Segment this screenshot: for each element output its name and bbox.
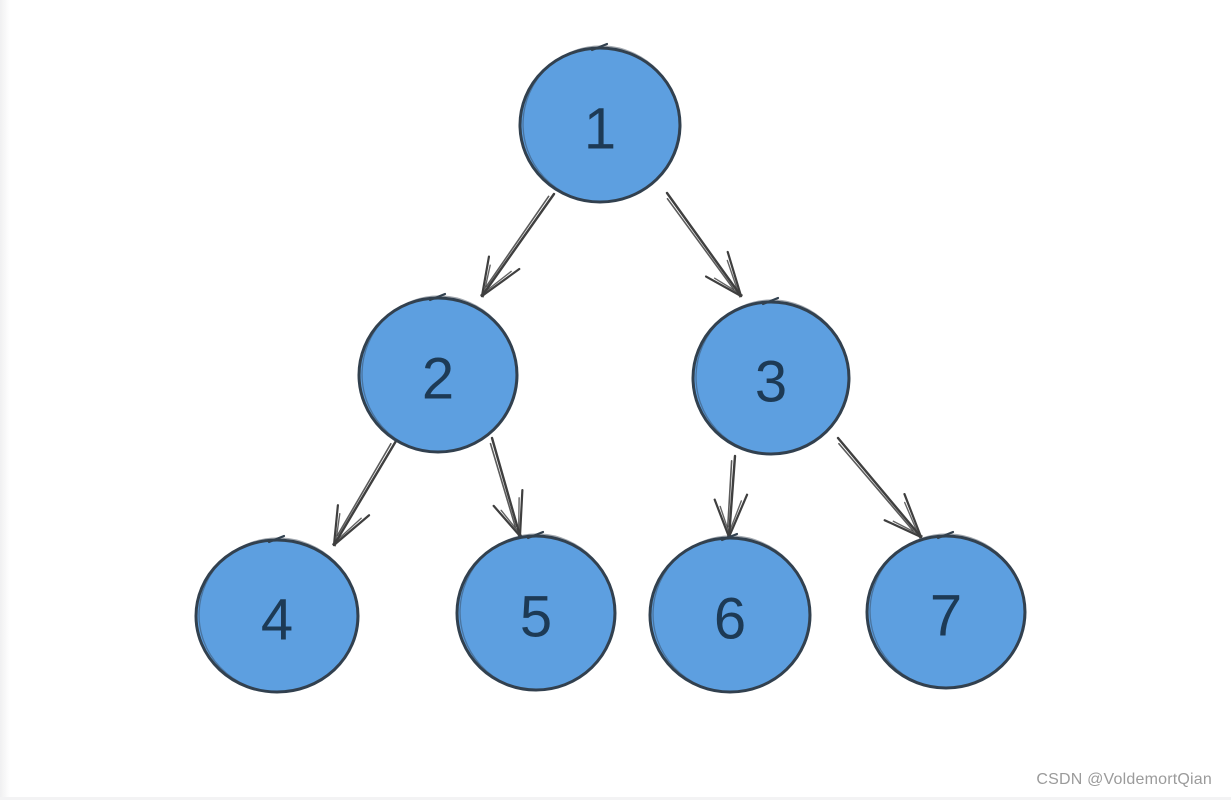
arrow-stroke xyxy=(332,517,362,545)
arrow-stroke xyxy=(480,270,512,296)
arrow-stroke xyxy=(336,442,392,537)
arrow-stroke xyxy=(883,519,923,539)
arrow-stroke xyxy=(719,505,732,538)
arrow-stroke xyxy=(892,520,923,537)
node-circle xyxy=(455,534,617,692)
node-label: 3 xyxy=(755,350,787,415)
node-circle xyxy=(691,300,851,456)
node-pen-nib xyxy=(267,534,286,544)
tree-node-6: 6 xyxy=(648,532,812,694)
node-pen-nib xyxy=(590,42,609,52)
node-label: 5 xyxy=(520,585,552,650)
edge-2-4 xyxy=(332,439,398,547)
edge-1-3 xyxy=(665,191,743,298)
arrow-stroke xyxy=(903,501,921,539)
node-label: 1 xyxy=(584,97,616,162)
arrow-stroke xyxy=(480,255,491,298)
node-pen-nib xyxy=(720,532,739,542)
node-circle xyxy=(518,46,682,204)
edge-1-2 xyxy=(480,192,556,298)
arrow-stroke xyxy=(485,195,550,288)
arrow-stroke xyxy=(727,493,749,539)
arrow-stroke xyxy=(726,250,743,298)
node-label: 7 xyxy=(930,584,962,649)
arrow-stroke xyxy=(489,442,517,528)
node-circle xyxy=(194,538,360,694)
tree-node-4: 4 xyxy=(194,534,360,694)
node-pen-nib xyxy=(761,296,780,306)
arrow-stroke xyxy=(713,277,743,296)
node-circle xyxy=(865,534,1027,690)
node-pen-nib xyxy=(526,530,545,540)
arrow-stroke xyxy=(726,459,733,528)
arrow-stroke xyxy=(490,436,522,538)
arrow-stroke xyxy=(836,436,923,539)
arrow-stroke xyxy=(500,509,523,537)
node-circle xyxy=(357,296,519,454)
node-label: 2 xyxy=(422,347,454,412)
arrow-stroke xyxy=(726,500,743,538)
node-pen-nib xyxy=(936,530,955,540)
arrow-stroke xyxy=(704,275,743,298)
tree-node-7: 7 xyxy=(865,530,1027,690)
arrow-stroke xyxy=(480,267,521,298)
arrow-stroke xyxy=(332,504,339,547)
arrow-stroke xyxy=(726,259,741,298)
arrow-stroke xyxy=(666,198,735,290)
tree-node-5: 5 xyxy=(455,530,617,692)
edge-3-6 xyxy=(713,454,749,539)
arrow-stroke xyxy=(713,498,731,539)
arrow-stroke xyxy=(332,514,371,547)
edge-2-5 xyxy=(489,436,524,538)
edge-3-7 xyxy=(836,436,923,539)
node-label: 4 xyxy=(261,588,293,653)
arrow-stroke xyxy=(482,264,491,298)
node-circle xyxy=(648,536,812,694)
node-pen-nib xyxy=(428,292,447,302)
arrow-stroke xyxy=(332,439,398,547)
watermark: CSDN @VoldemortQian xyxy=(1036,771,1212,788)
arrow-stroke xyxy=(492,504,522,538)
arrow-stroke xyxy=(517,497,520,538)
arrow-stroke xyxy=(334,512,341,547)
arrow-stroke xyxy=(480,192,556,298)
tree-node-3: 3 xyxy=(691,296,851,456)
arrow-stroke xyxy=(518,488,524,538)
arrow-stroke xyxy=(903,492,923,539)
arrow-stroke xyxy=(665,191,743,298)
arrow-stroke xyxy=(727,454,737,539)
arrow-stroke xyxy=(838,442,914,532)
tree-node-2: 2 xyxy=(357,292,519,454)
node-label: 6 xyxy=(714,587,746,652)
tree-node-1: 1 xyxy=(518,42,682,204)
